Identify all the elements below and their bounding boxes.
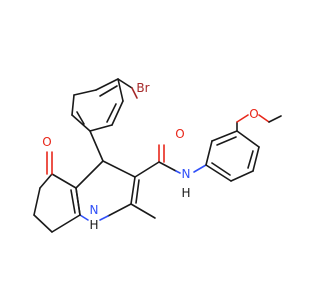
ring-hydrogen-label: H <box>89 218 98 232</box>
bond <box>102 160 136 178</box>
bond <box>117 78 133 89</box>
bond <box>252 146 260 172</box>
amide-oxygen-label: O <box>175 127 184 141</box>
bond <box>75 187 81 216</box>
bond <box>107 203 132 217</box>
ring-nitrogen-label: N <box>90 203 99 217</box>
bond <box>211 130 238 142</box>
bond <box>79 214 89 221</box>
structure-canvas: Br O O N H O N H <box>33 78 282 233</box>
bromine-label: Br <box>136 81 149 95</box>
bond <box>75 160 104 189</box>
bromophenyl-ring <box>71 78 124 132</box>
bond <box>51 173 77 189</box>
bond <box>135 179 140 204</box>
amide-hydrogen-label: H <box>181 186 190 200</box>
bond <box>106 103 117 123</box>
bond <box>258 114 270 123</box>
bond <box>71 114 91 132</box>
bond <box>39 173 53 189</box>
methoxy-oxygen-label: O <box>249 107 258 121</box>
bond <box>216 136 237 146</box>
bond <box>205 164 232 182</box>
bond <box>130 203 156 219</box>
bond <box>175 170 181 174</box>
bond <box>211 162 231 176</box>
bond <box>193 164 207 173</box>
bond <box>76 111 85 125</box>
bond <box>51 214 81 233</box>
bond <box>131 87 138 99</box>
bond <box>236 130 260 148</box>
bond <box>95 78 119 91</box>
bond <box>247 150 254 169</box>
bond <box>33 187 41 216</box>
bond <box>111 100 124 126</box>
methoxyphenyl-ring <box>205 130 260 182</box>
bond <box>117 78 124 102</box>
bond <box>89 124 113 132</box>
bond <box>130 176 136 205</box>
bond <box>158 161 177 172</box>
bond <box>73 89 97 96</box>
bond <box>134 161 160 178</box>
ketone-oxygen-label: O <box>42 135 51 149</box>
bond <box>99 85 118 97</box>
bond <box>268 115 282 123</box>
bond <box>230 170 254 182</box>
amide-nitrogen-label: N <box>182 167 191 181</box>
bond <box>70 189 76 214</box>
bond <box>236 114 249 123</box>
bond <box>89 130 104 162</box>
bond <box>205 140 213 166</box>
bond <box>99 215 109 221</box>
bond <box>71 94 75 116</box>
molecule-structure: Br O O N H O N H <box>33 78 282 233</box>
bond <box>33 214 53 233</box>
